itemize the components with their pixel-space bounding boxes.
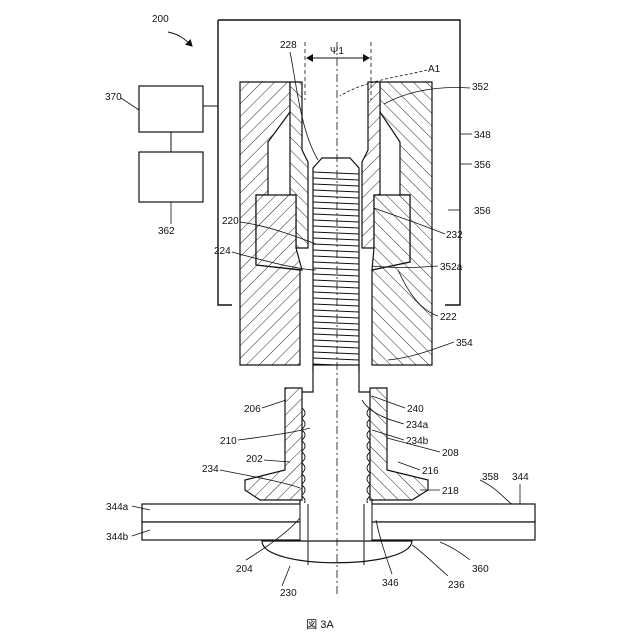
label-344a: 344a — [106, 502, 129, 513]
label-204: 204 — [236, 564, 253, 575]
label-230: 230 — [280, 588, 297, 599]
label-234a: 234a — [406, 420, 429, 431]
label-236: 236 — [448, 580, 465, 591]
label-216: 216 — [422, 466, 439, 477]
label-352a: 352a — [440, 262, 463, 273]
label-344b: 344b — [106, 532, 129, 543]
label-356-top: 356 — [474, 160, 491, 171]
nut-left — [256, 195, 302, 270]
block-370 — [139, 86, 203, 132]
label-348: 348 — [474, 130, 491, 141]
label-232: 232 — [446, 230, 463, 241]
label-346: 346 — [382, 578, 399, 589]
label-200: 200 — [152, 14, 169, 25]
label-370: 370 — [105, 92, 122, 103]
label-222: 222 — [440, 312, 457, 323]
label-202: 202 — [246, 454, 263, 465]
ref-arrow-200 — [168, 32, 192, 46]
label-356-mid: 356 — [474, 206, 491, 217]
label-206: 206 — [244, 404, 261, 415]
label-218: 218 — [442, 486, 459, 497]
label-224: 224 — [214, 246, 231, 257]
label-352: 352 — [472, 82, 489, 93]
figure-caption: 図 3A — [306, 618, 334, 631]
label-208: 208 — [442, 448, 459, 459]
label-344: 344 — [512, 472, 529, 483]
label-210: 210 — [220, 436, 237, 447]
label-234b: 234b — [406, 436, 429, 447]
bore-outline — [302, 82, 368, 150]
label-a1: A1 — [428, 64, 441, 75]
label-358: 358 — [482, 472, 499, 483]
label-220: 220 — [222, 216, 239, 227]
nut-right — [372, 195, 410, 270]
label-234: 234 — [202, 464, 219, 475]
label-psi1: Ψ1 — [330, 46, 344, 57]
label-240: 240 — [407, 404, 424, 415]
sheet-hole — [300, 503, 372, 541]
label-360: 360 — [472, 564, 489, 575]
label-354: 354 — [456, 338, 473, 349]
block-362 — [139, 152, 203, 202]
label-228: 228 — [280, 40, 297, 51]
threaded-shank — [313, 158, 359, 370]
label-362: 362 — [158, 226, 175, 237]
